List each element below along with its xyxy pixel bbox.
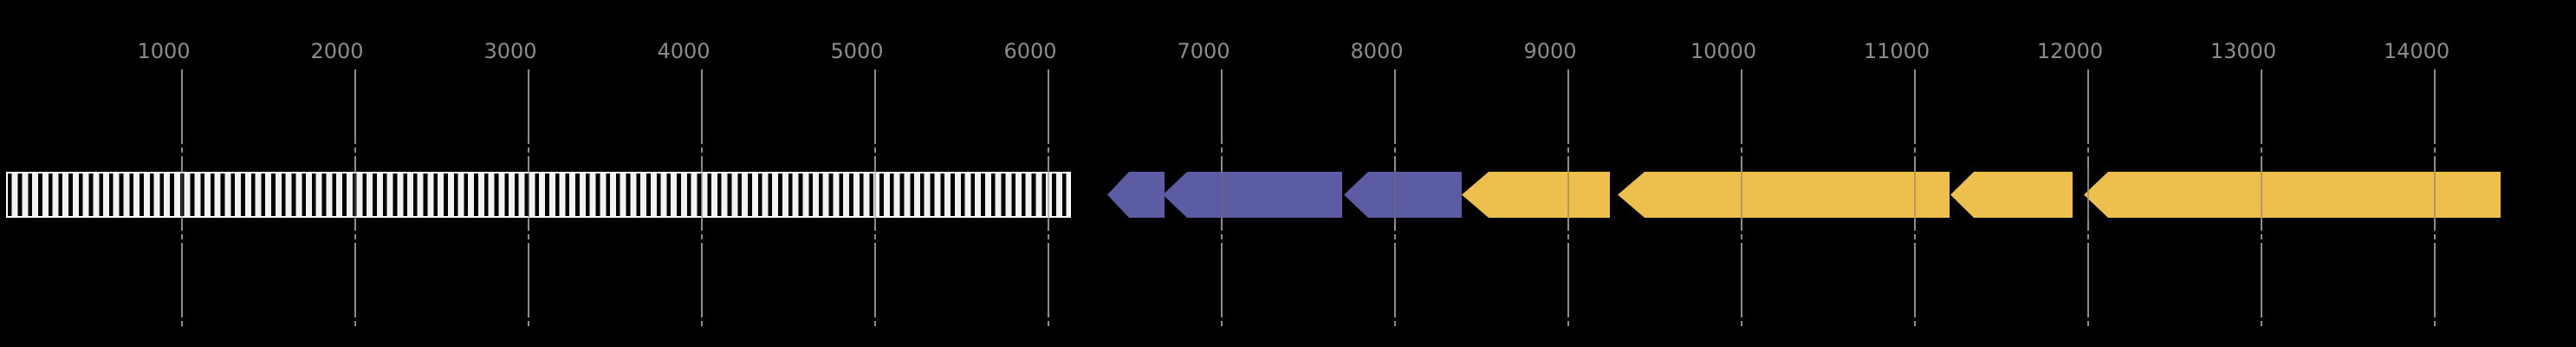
axis-gridline-feature-overlay xyxy=(2087,170,2089,220)
feature-gene-arrow[interactable] xyxy=(2084,172,2501,218)
axis-gridline xyxy=(2087,69,2089,329)
axis-tick-label: 11000 xyxy=(1863,39,1930,63)
axis-tick-label: 1000 xyxy=(137,39,191,63)
axis-tick-label: 13000 xyxy=(2209,39,2277,63)
axis-tick-label: 10000 xyxy=(1690,39,1757,63)
axis-tick-label: 9000 xyxy=(1523,39,1577,63)
feature-gene-arrow[interactable] xyxy=(1107,172,1165,218)
axis-gridline-feature-overlay xyxy=(181,170,183,220)
axis-gridline-feature-overlay xyxy=(1741,170,1742,220)
feature-gene-arrow[interactable] xyxy=(1618,172,1950,218)
feature-gene-arrow[interactable] xyxy=(1344,172,1462,218)
axis-gridline-feature-overlay xyxy=(1048,170,1049,220)
axis-gridline-feature-overlay xyxy=(354,170,356,220)
feature-gene-arrow[interactable] xyxy=(1462,172,1610,218)
axis-gridline-feature-overlay xyxy=(1567,170,1569,220)
axis-gridline-feature-overlay xyxy=(701,170,703,220)
axis-gridline-feature-overlay xyxy=(1914,170,1916,220)
axis-tick-label: 7000 xyxy=(1177,39,1230,63)
axis-tick-label: 3000 xyxy=(483,39,537,63)
axis-tick-label: 2000 xyxy=(310,39,364,63)
axis-tick-label: 12000 xyxy=(2036,39,2104,63)
axis-gridline-feature-overlay xyxy=(874,170,876,220)
feature-hatched-box[interactable] xyxy=(6,172,1071,218)
axis-gridline-feature-overlay xyxy=(1394,170,1396,220)
axis-gridline-feature-overlay xyxy=(2434,170,2436,220)
axis-tick-label: 5000 xyxy=(830,39,884,63)
feature-gene-arrow[interactable] xyxy=(1163,172,1342,218)
axis-tick-label: 6000 xyxy=(1003,39,1057,63)
axis-gridline-feature-overlay xyxy=(2261,170,2262,220)
feature-gene-arrow[interactable] xyxy=(1950,172,2073,218)
axis-tick-label: 8000 xyxy=(1350,39,1404,63)
axis-tick-label: 4000 xyxy=(657,39,711,63)
axis-gridline-feature-overlay xyxy=(1221,170,1223,220)
axis-gridline-feature-overlay xyxy=(528,170,529,220)
axis-tick-label: 14000 xyxy=(2383,39,2450,63)
